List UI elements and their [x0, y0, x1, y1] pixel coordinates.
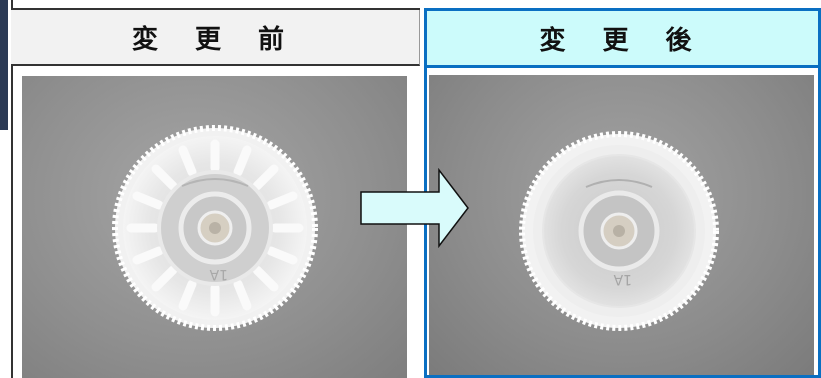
cap-smooth-icon: 1A [519, 131, 719, 331]
svg-text:1A: 1A [209, 266, 228, 282]
svg-text:1A: 1A [613, 271, 632, 287]
after-header: 変 更 後 [427, 11, 818, 68]
cap-with-ribs-icon: 1A [112, 125, 318, 331]
after-photo: 1A [429, 75, 814, 375]
before-header: 変 更 前 [11, 10, 420, 66]
before-panel: 変 更 前 [11, 8, 420, 378]
before-photo: 1A [22, 76, 407, 378]
left-border-line [11, 0, 13, 378]
arrow-right-icon [360, 167, 470, 252]
side-bar-decoration [0, 0, 8, 130]
after-panel: 変 更 後 1A [424, 8, 821, 378]
